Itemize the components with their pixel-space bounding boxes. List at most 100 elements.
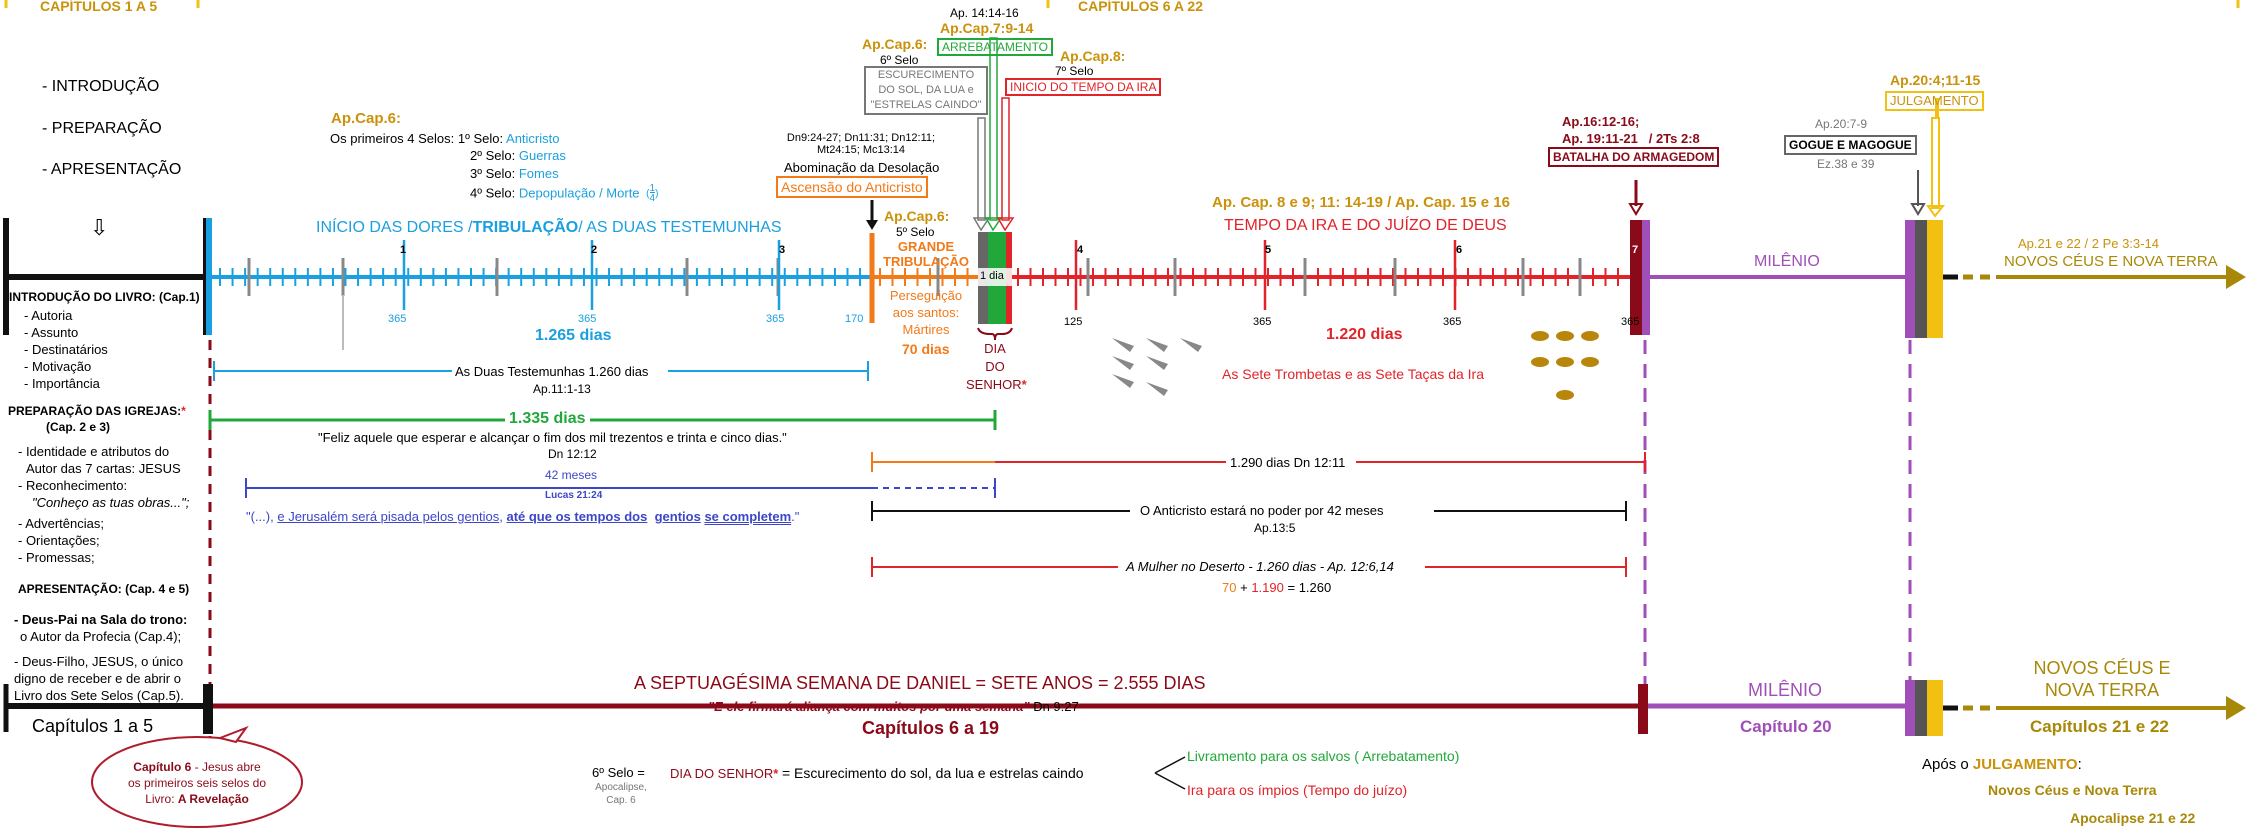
- intro-list: - Autoria - Assunto - Destinatários - Mo…: [24, 308, 108, 391]
- new-heavens-ref: Ap.21 e 22 / 2 Pe 3:3-14: [2018, 236, 2159, 251]
- count-125: 125: [1064, 316, 1083, 328]
- months-42: 42 meses: [545, 468, 598, 482]
- count-1: 365: [388, 313, 407, 325]
- year-7: 7: [1632, 244, 1639, 256]
- armageddon-ref-2: Ap. 19:11-21 / 2Ts 2:8: [1562, 131, 1700, 146]
- tribulation-title: INÍCIO DAS DORES /TRIBULAÇÃO/ AS DUAS TE…: [316, 219, 782, 236]
- apres-list: - Deus-Pai na Sala do trono: o Autor da …: [14, 612, 188, 703]
- bottom-millennium: MILÊNIO: [1748, 680, 1823, 700]
- rapture-ref-top: Ap. 14:14-16: [950, 6, 1019, 20]
- chapter-20: Capítulo 20: [1740, 717, 1832, 736]
- intro-item-2: - PREPARAÇÃO: [42, 120, 162, 137]
- judgment-ref: Ap.20:4;11-15: [1890, 72, 1981, 88]
- new-heavens-title: NOVOS CÉUS E NOVA TERRA: [2004, 253, 2218, 270]
- header-right: CAPÍTULOS 6 A 22: [1078, 0, 1203, 14]
- note-deliverance: Livramento para os salvos ( Arrebatament…: [1187, 748, 1460, 764]
- note-sixth-seal-sub: Apocalipse,Cap. 6: [595, 782, 647, 806]
- year-6: 6: [1456, 244, 1463, 256]
- rapture-box: ARREBATAMENTO: [937, 38, 1054, 56]
- septuagesima-title: A SEPTUAGÉSIMA SEMANA DE DANIEL = SETE A…: [634, 673, 1206, 693]
- gog-ref: Ap.20:7-9: [1815, 117, 1868, 131]
- seals-list: Os primeiros 4 Selos: 1º Selo: Anticrist…: [330, 131, 560, 146]
- gentiles-quote: "(...), e Jerusalém será pisada pelos ge…: [246, 509, 800, 524]
- armageddon-ref-1: Ap.16:12-16;: [1562, 114, 1640, 129]
- note-sixth-seal: 6º Selo =: [592, 765, 645, 780]
- sixth-seal-ref: Ap.Cap.6:: [862, 36, 928, 52]
- armageddon-box: BATALHA DO ARMAGEDOM: [1548, 147, 1720, 167]
- year-4: 4: [1077, 244, 1084, 256]
- year-2: 2: [591, 244, 598, 256]
- months-42-ref: Lucas 21:24: [545, 490, 603, 501]
- two-witnesses-ref: Ap.11:1-13: [533, 382, 591, 396]
- trumpets-bowls-text: As Sete Trombetas e as Sete Taças da Ira: [1222, 366, 1484, 382]
- note-equation: DIA DO SENHOR* = Escurecimento do sol, d…: [670, 765, 1084, 781]
- days-1335: 1.335 dias: [505, 410, 590, 428]
- seal-3: 3º Selo: Fomes: [470, 166, 559, 181]
- chapters-1-5: Capítulos 1 a 5: [32, 716, 154, 736]
- header-left: CAPÍTULOS 1 A 5: [40, 0, 158, 14]
- seal-2: 2º Selo: Guerras: [470, 148, 566, 163]
- count-5: 365: [1253, 316, 1272, 328]
- days-70: 70 dias: [902, 341, 950, 357]
- one-day-label: 1 dia: [980, 270, 1004, 282]
- after-judgment: Após o JULGAMENTO:: [1922, 756, 2082, 773]
- prep-sub: (Cap. 2 e 3): [46, 420, 111, 434]
- note-wrath: Ira para os ímpios (Tempo do juízo): [1187, 782, 1408, 798]
- days-1220: 1.220 dias: [1326, 326, 1403, 343]
- antichrist-power: O Anticristo estará no poder por 42 mese…: [1140, 503, 1384, 518]
- count-6: 365: [1443, 316, 1462, 328]
- abomination-refs: Dn9:24-27; Dn11:31; Dn12:11;Mt24:15; Mc1…: [786, 132, 936, 156]
- count-170: 170: [845, 313, 864, 325]
- gog-box: GOGUE E MAGOGUE: [1784, 135, 1917, 155]
- chapters-21-22: Capítulos 21 e 22: [2030, 717, 2169, 736]
- days-1290: 1.290 dias Dn 12:11: [1230, 455, 1346, 470]
- count-7: 365: [1621, 316, 1640, 328]
- woman-desert: A Mulher no Deserto - 1.260 dias - Ap. 1…: [1126, 559, 1394, 574]
- chapters-6-19: Capítulos 6 a 19: [862, 718, 1000, 738]
- fifth-seal-label: 5º Selo: [896, 225, 935, 239]
- millennium-label: MILÊNIO: [1754, 253, 1820, 270]
- woman-sum: 70 + 1.190 = 1.260: [1222, 580, 1332, 595]
- abomination-text: Abominação da Desolação: [784, 160, 940, 175]
- after-judgment-ref: Apocalipse 21 e 22: [2070, 810, 2196, 826]
- days-1265: 1.265 dias: [535, 327, 612, 344]
- intro-title: INTRODUÇÃO DO LIVRO: (Cap.1): [9, 290, 200, 304]
- wrath-title: TEMPO DA IRA E DO JUÍZO DE DEUS: [1224, 217, 1507, 234]
- two-witnesses-text: As Duas Testemunhas 1.260 dias: [455, 364, 649, 379]
- wrath-ref: Ap. Cap. 8 e 9; 11: 14-19 / Ap. Cap. 15 …: [1212, 194, 1510, 211]
- wrath-start-box: INICIO DO TEMPO DA IRA: [1005, 78, 1162, 96]
- sixth-seal-label: 6º Selo: [880, 53, 919, 67]
- septuagesima-quote: "E ele firmará aliança com muitos por um…: [708, 699, 1079, 714]
- prep-title: PREPARAÇÃO DAS IGREJAS:*: [8, 404, 186, 418]
- fifth-seal-ref: Ap.Cap.6:: [884, 208, 950, 224]
- quote-1335: "Feliz aquele que esperar e alcançar o f…: [318, 430, 787, 445]
- prep-list: - Identidade e atributos do Autor das 7 …: [18, 444, 190, 565]
- antichrist-power-ref: Ap.13:5: [1254, 521, 1296, 535]
- year-3: 3: [779, 244, 786, 256]
- after-judgment-new: Novos Céus e Nova Terra: [1988, 782, 2157, 798]
- bubble-text: Capítulo 6 - Jesus abre os primeiros sei…: [127, 760, 267, 806]
- judgment-box: JULGAMENTO: [1885, 91, 1984, 111]
- seventh-seal-ref: Ap.Cap.8:: [1060, 48, 1126, 64]
- count-3: 365: [766, 313, 785, 325]
- apres-title: APRESENTAÇÃO: (Cap. 4 e 5): [18, 582, 190, 596]
- year-5: 5: [1265, 244, 1272, 256]
- year-1: 1: [400, 244, 407, 256]
- rapture-ref: Ap.Cap.7:9-14: [940, 20, 1034, 36]
- chapter6-bubble: [91, 736, 303, 828]
- ref-1335: Dn 12:12: [548, 447, 597, 461]
- intro-item-1: - INTRODUÇÃO: [42, 78, 160, 95]
- intro-item-3: - APRESENTAÇÃO: [42, 161, 182, 178]
- count-2: 365: [578, 313, 597, 325]
- antichrist-box: Ascensão do Anticristo: [776, 176, 928, 198]
- down-arrow-icon: ⇩: [90, 215, 109, 240]
- seventh-seal-label: 7º Selo: [1055, 64, 1094, 78]
- seals-ref: Ap.Cap.6:: [331, 110, 402, 127]
- gog-ref2: Ez.38 e 39: [1817, 157, 1875, 171]
